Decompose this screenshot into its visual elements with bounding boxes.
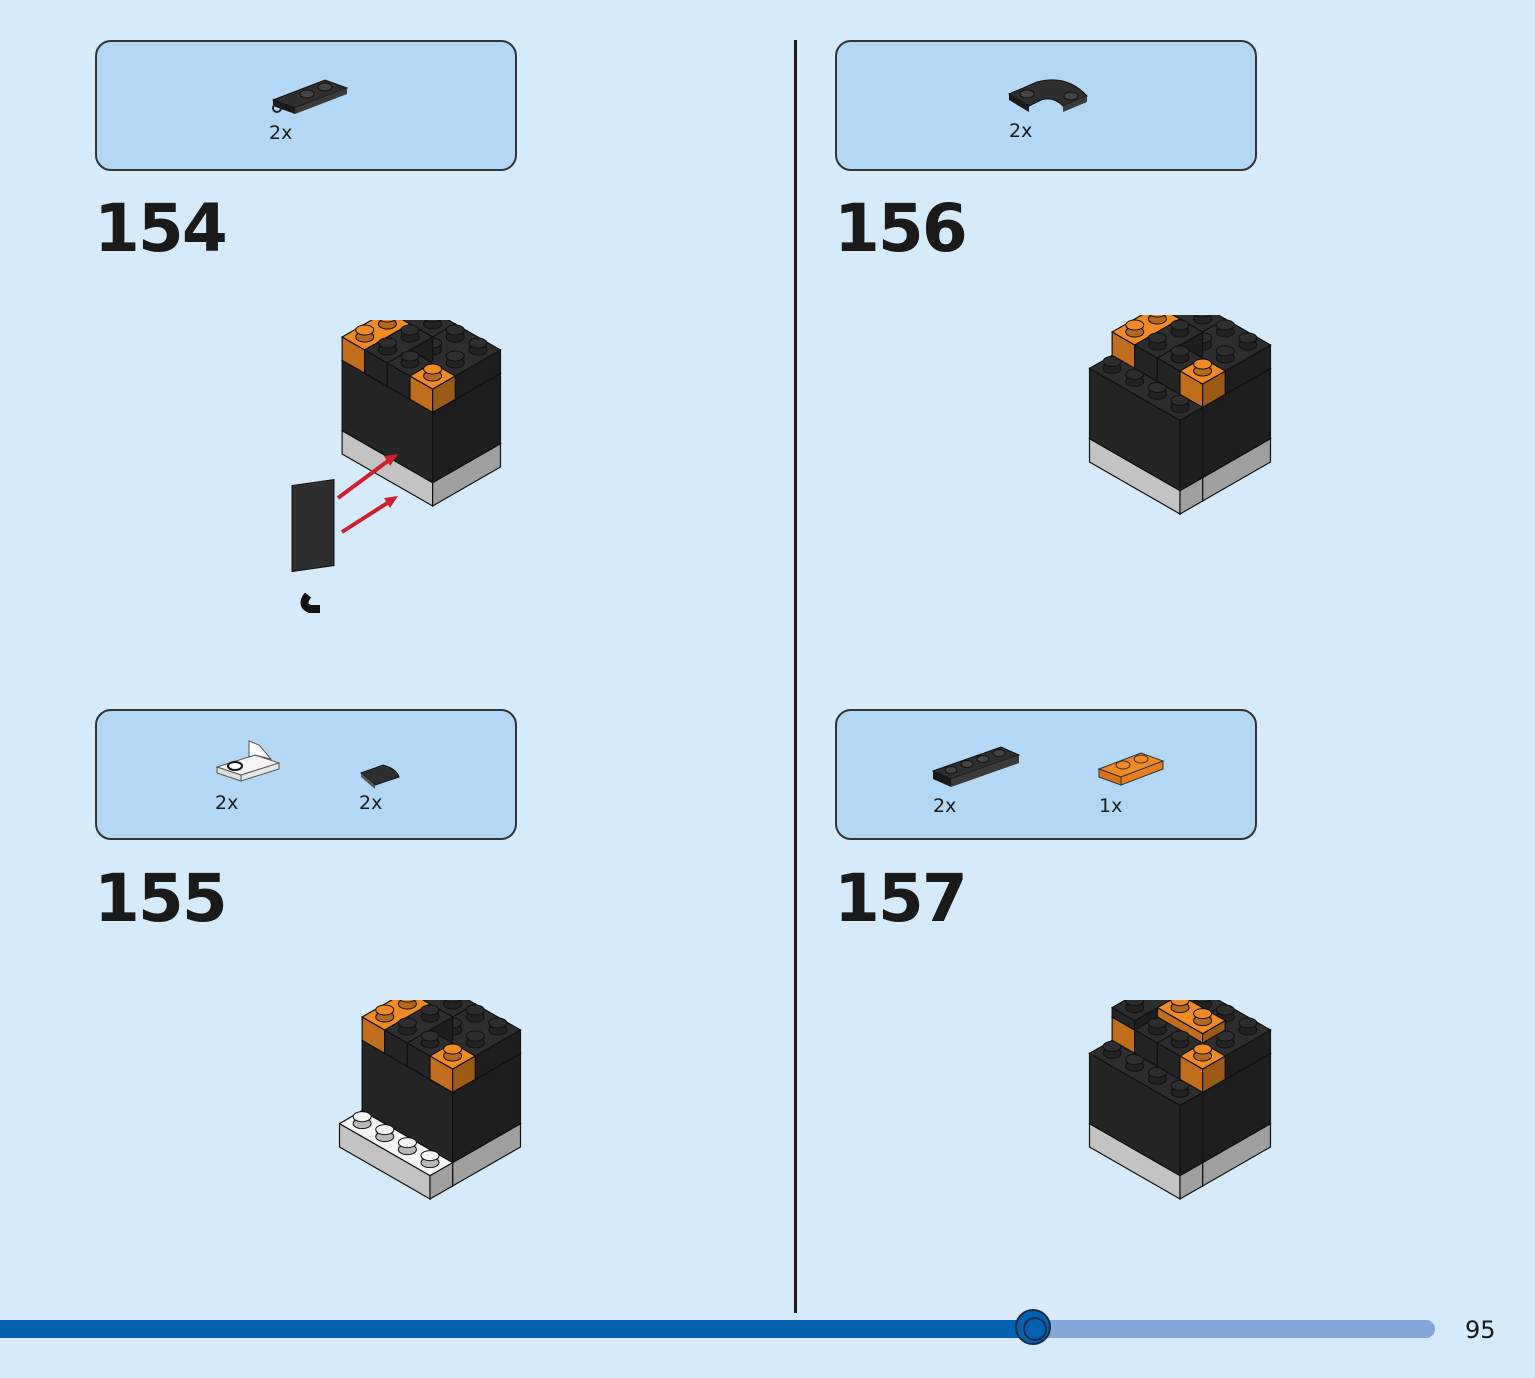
stud: [420, 1004, 440, 1023]
model-illustration-step-155: [338, 1000, 522, 1201]
stud: [1102, 355, 1122, 374]
stud: [1193, 1043, 1213, 1062]
part-item: 2x: [269, 70, 349, 144]
progress-fill: [0, 1320, 1034, 1338]
stud: [375, 1004, 395, 1023]
part-quantity: 2x: [215, 792, 239, 814]
brick-side: [1179, 406, 1204, 492]
part-quantity: 1x: [1099, 795, 1123, 817]
progress-knob[interactable]: [1015, 1309, 1052, 1345]
part-item: 2x: [215, 739, 285, 814]
stud: [443, 1043, 463, 1062]
step-number: 155: [94, 860, 228, 937]
step-number: 154: [94, 190, 228, 267]
stud: [445, 324, 465, 343]
stud: [465, 1030, 485, 1049]
stud: [1125, 368, 1145, 387]
assembly-arrows: [291, 454, 398, 613]
column-divider: [794, 40, 797, 1313]
part-item: 1x: [1097, 747, 1167, 817]
stud: [1170, 345, 1190, 364]
stud: [397, 1017, 417, 1036]
stud: [420, 1030, 440, 1049]
stud: [355, 324, 375, 343]
stud: [397, 1137, 417, 1156]
orange-plate-1x2-icon: [1097, 752, 1165, 786]
stud: [1193, 1008, 1213, 1027]
stud: [1147, 332, 1167, 351]
stud: [1147, 1066, 1167, 1085]
stud: [1125, 1000, 1145, 1014]
black-corner-plate-icon: [1007, 79, 1088, 112]
stud: [1215, 319, 1235, 338]
stud: [1125, 319, 1145, 338]
stud: [488, 1017, 508, 1036]
black-quarter-round-tile-icon: [360, 764, 400, 789]
part-quantity: 2x: [269, 122, 293, 144]
stud: [1147, 381, 1167, 400]
black-plate-1x4-icon: [931, 746, 1021, 787]
stud: [1102, 1040, 1122, 1059]
model-illustration-step-157: [1088, 1000, 1272, 1201]
page-number: 95: [1465, 1316, 1496, 1344]
stud: [352, 1111, 372, 1130]
stud: [400, 324, 420, 343]
stud: [1170, 319, 1190, 338]
stud: [400, 350, 420, 369]
stud: [377, 320, 397, 330]
stud: [1215, 1030, 1235, 1049]
stud: [468, 337, 488, 356]
part-item: 2x: [931, 739, 1023, 817]
stud: [1125, 1053, 1145, 1072]
brick-side: [1179, 1091, 1204, 1177]
stud: [375, 1124, 395, 1143]
plate-with-clip-icon: [271, 79, 349, 114]
parts-box-step-157: 2x 1x: [835, 709, 1257, 840]
part-item: 2x: [1007, 74, 1093, 142]
stud: [1193, 358, 1213, 377]
progress-bar[interactable]: [0, 1309, 1435, 1345]
white-bracket-plate-icon: [215, 740, 281, 782]
stud: [1147, 1017, 1167, 1036]
stud: [1170, 1079, 1190, 1098]
stud: [1170, 1030, 1190, 1049]
step-number: 156: [834, 190, 968, 267]
stud: [1170, 394, 1190, 413]
stud: [1147, 315, 1167, 325]
part-quantity: 2x: [359, 792, 383, 814]
stud: [420, 1150, 440, 1169]
stud: [423, 320, 443, 330]
stud: [377, 337, 397, 356]
parts-box-step-156: 2x: [835, 40, 1257, 171]
parts-box-step-155: 2x 2x: [95, 709, 517, 840]
stud: [423, 363, 443, 382]
stud: [443, 1000, 463, 1010]
part-item: 2x: [359, 761, 403, 814]
parts-box-step-154: 2x: [95, 40, 517, 171]
part-quantity: 2x: [933, 795, 957, 817]
stud: [445, 350, 465, 369]
part-quantity: 2x: [1009, 120, 1033, 142]
stud: [1193, 315, 1213, 325]
model-illustration-step-154: [291, 320, 502, 613]
stud: [465, 1004, 485, 1023]
stud: [397, 1000, 417, 1010]
stud: [1170, 1000, 1190, 1014]
stud: [1238, 1017, 1258, 1036]
stud: [1215, 345, 1235, 364]
stud: [1238, 332, 1258, 351]
step-number: 157: [834, 860, 968, 937]
model-illustration-step-156: [1088, 315, 1272, 516]
